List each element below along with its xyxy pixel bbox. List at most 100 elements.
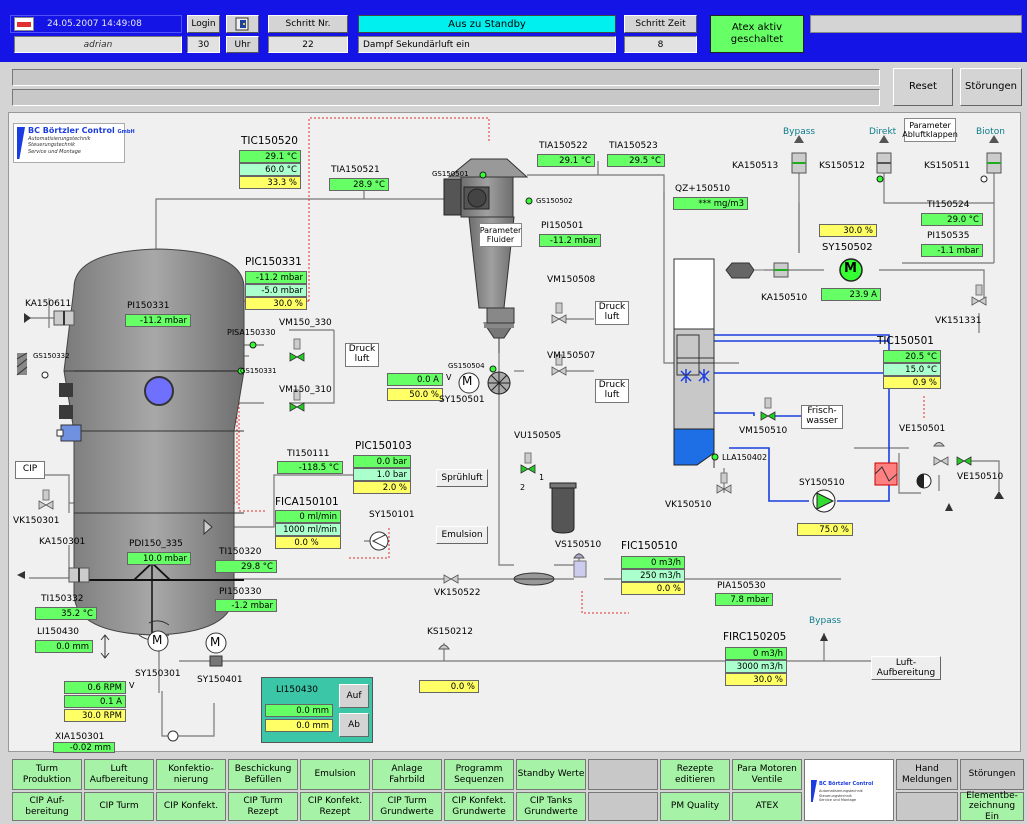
motor-sy150501[interactable]: M [462, 374, 472, 388]
fic150510-out[interactable]: 0.0 % [621, 582, 685, 595]
auf-button[interactable]: Auf [339, 684, 369, 708]
tic150520-sp[interactable]: 60.0 °C [239, 163, 301, 176]
nav-turm-produktion[interactable]: Turm Produktion [12, 759, 82, 790]
sy150510-value[interactable]: 75.0 % [797, 523, 853, 536]
pic150331-pv: -11.2 mbar [245, 271, 307, 284]
login-button[interactable]: Login [187, 15, 220, 33]
ks150212-value[interactable]: 0.0 % [419, 680, 479, 693]
pic150103-sp[interactable]: 1.0 bar [353, 468, 411, 481]
nav-cip-turm-rezept[interactable]: CIP Turm Rezept [228, 792, 298, 821]
faults-label: Störungen [964, 81, 1017, 93]
sy150301-current: 0.1 A [64, 695, 126, 708]
nav-anlage-fahrbild[interactable]: Anlage Fahrbild [372, 759, 442, 790]
qz150510-label: QZ+150510 [675, 184, 731, 194]
firc150205-sp[interactable]: 3000 m3/h [725, 660, 787, 673]
fica150101-label: FICA150101 [275, 496, 339, 508]
nav-elementbezeichnung[interactable]: Elementbe- zeichnung Ein [960, 791, 1024, 822]
motor-glyph: M [462, 374, 473, 388]
pic150331-sp[interactable]: -5.0 mbar [245, 284, 307, 297]
tia150522-value: 29.1 °C [537, 154, 595, 167]
li150430-label: LI150430 [37, 627, 80, 637]
datetime: 24.05.2007 14:49:08 [47, 19, 142, 29]
nav-cip-turm[interactable]: CIP Turm [84, 792, 154, 821]
sy150301-label: SY150301 [135, 669, 181, 679]
login-number: 30 [197, 39, 210, 50]
reset-button[interactable]: Reset [893, 68, 953, 106]
li150430-panel-value2[interactable]: 0.0 mm [265, 719, 333, 732]
nav-emulsion[interactable]: Emulsion [300, 759, 370, 790]
tic150501-sp[interactable]: 15.0 °C [883, 363, 941, 376]
nav-para-motoren-ventile[interactable]: Para Motoren Ventile [732, 759, 802, 790]
nav-luft-aufbereitung[interactable]: Luft Aufbereitung [84, 759, 154, 790]
ab-button[interactable]: Ab [339, 713, 369, 737]
qz150510-value: *** mg/m3 [673, 197, 748, 210]
pi150535-value: -1.1 mbar [921, 244, 983, 257]
sy150501-setpoint[interactable]: 50.0 % [387, 388, 443, 401]
process-diagram: M M M M 1 2 BC Börtzler Control GmbH Aut… [8, 112, 1021, 753]
ks150512-value[interactable]: 30.0 % [819, 224, 877, 237]
nav-empty-1 [588, 759, 658, 790]
motor-sy150502[interactable]: M [844, 261, 857, 276]
nav-stoerungen[interactable]: Störungen [960, 759, 1024, 790]
nav-cip-konfekt[interactable]: CIP Konfekt. [156, 792, 226, 821]
step-nr-value: 22 [302, 39, 314, 50]
nav-programm-sequenzen[interactable]: Programm Sequenzen [444, 759, 514, 790]
sy150301-setpoint[interactable]: 30.0 RPM [64, 709, 126, 722]
nav-hand-meldungen[interactable]: Hand Meldungen [896, 759, 958, 790]
nav-rezepte-editieren[interactable]: Rezepte editieren [660, 759, 730, 790]
param-abluft-label: Parameter Abluftklappen [902, 120, 958, 139]
nav-atex[interactable]: ATEX [732, 792, 802, 821]
nav-konfektionierung[interactable]: Konfektio- nierung [156, 759, 226, 790]
spruehluft-button[interactable]: Sprühluft [436, 469, 488, 487]
nav-label: CIP Turm [99, 801, 139, 812]
pic150331-label: PIC150331 [245, 256, 302, 268]
nav-cip-turm-grundwerte[interactable]: CIP Turm Grundwerte [372, 792, 442, 821]
frischwasser-text: Frisch- wasser [806, 406, 838, 426]
ka150513-label: KA150513 [732, 161, 779, 171]
nav-cip-konfekt-grundwerte[interactable]: CIP Konfekt. Grundwerte [444, 792, 514, 821]
faults-button[interactable]: Störungen [960, 68, 1022, 106]
atex-status: Atex aktiv geschaltet [710, 15, 804, 53]
fica150101-sp[interactable]: 1000 ml/min [275, 523, 341, 536]
clock-button[interactable]: Uhr [226, 36, 259, 53]
nav-standby-werte[interactable]: Standby Werte [516, 759, 586, 790]
nav-label: Emulsion [314, 769, 356, 780]
nav-beschickung-befuellen[interactable]: Beschickung Befüllen [228, 759, 298, 790]
nav-label: CIP Auf- bereitung [25, 796, 69, 817]
motor-sy150401[interactable]: M [210, 635, 220, 649]
sy150401-label: SY150401 [197, 675, 243, 685]
step-nr-label-box: Schritt Nr. [268, 15, 348, 33]
printer-icon[interactable] [14, 17, 34, 31]
cip-tag[interactable]: CIP [15, 461, 45, 479]
fica150101-out[interactable]: 0.0 % [275, 536, 341, 549]
tic150520-out[interactable]: 33.3 % [239, 176, 301, 189]
emulsion-tag-label: Emulsion [441, 529, 483, 540]
pic150103-out[interactable]: 2.0 % [353, 481, 411, 494]
tia150522-label: TIA150522 [539, 141, 588, 151]
tic150501-label: TIC150501 [877, 335, 934, 347]
nav-cip-tanks-grundwerte[interactable]: CIP Tanks Grundwerte [516, 792, 586, 821]
fic150510-sp[interactable]: 250 m3/h [621, 569, 685, 582]
parameter-fluider-button[interactable]: Parameter Fluider [479, 223, 522, 247]
luftaufbereitung-label: Luft- Aufbereitung [876, 657, 936, 678]
ti150332-label: TI150332 [41, 594, 84, 604]
firc150205-out[interactable]: 30.0 % [725, 673, 787, 686]
nav-cip-konfekt-rezept[interactable]: CIP Konfekt. Rezept [300, 792, 370, 821]
pi150501-label: PI150501 [541, 221, 584, 231]
tic150501-out[interactable]: 0.9 % [883, 376, 941, 389]
step-time-value-box: 8 [624, 36, 697, 53]
emulsion-tag-button[interactable]: Emulsion [436, 526, 488, 544]
pic150331-out[interactable]: 30.0 % [245, 297, 307, 310]
nav-cip-aufbereitung[interactable]: CIP Auf- bereitung [12, 792, 82, 821]
spruehluft-label: Sprühluft [441, 472, 483, 483]
firc150205-label: FIRC150205 [723, 631, 787, 643]
navigation-bar: Turm Produktion Luft Aufbereitung Konfek… [12, 759, 1024, 822]
motor-sy150301[interactable]: M [152, 633, 162, 647]
step-text-box: Dampf Sekundärluft ein [358, 36, 616, 53]
luftaufbereitung-tag-button[interactable]: Luft- Aufbereitung [871, 656, 941, 680]
pi150331-label: PI150331 [127, 301, 170, 311]
ti150320-label: TI150320 [219, 547, 262, 557]
parameter-abluftklappen-button[interactable]: Parameter Abluftklappen [902, 118, 958, 142]
clock-icon-button[interactable] [226, 15, 259, 33]
nav-pm-quality[interactable]: PM Quality [660, 792, 730, 821]
